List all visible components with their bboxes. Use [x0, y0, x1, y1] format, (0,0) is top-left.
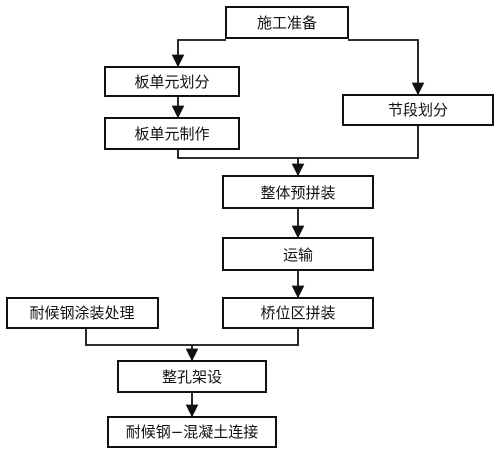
node-segment-division-label: 节段划分: [388, 101, 448, 119]
edge-coating-to-merge: [85, 328, 192, 346]
node-transport-label: 运输: [283, 246, 313, 264]
node-transport: 运输: [222, 237, 374, 271]
node-site-assembly: 桥位区拼装: [222, 297, 374, 329]
node-coating-label: 耐候钢涂装处理: [29, 304, 134, 322]
node-panel-division-label: 板单元划分: [134, 73, 209, 91]
node-connection-label: 耐候钢−混凝土连接: [126, 423, 259, 441]
edge-site-assembly-to-merge: [192, 328, 299, 346]
node-connection: 耐候钢−混凝土连接: [107, 416, 277, 448]
node-segment-division: 节段划分: [342, 94, 494, 126]
edge-prep-to-segment-division: [348, 39, 425, 96]
node-span-erection: 整孔架设: [117, 360, 267, 393]
node-coating: 耐候钢涂装处理: [6, 297, 159, 329]
node-prep: 施工准备: [225, 6, 349, 39]
edges: [85, 39, 425, 418]
node-preassembly: 整体预拼装: [222, 175, 374, 209]
edge-prep-to-panel-division: [171, 39, 226, 68]
edge-fabrication-to-merge: [177, 149, 298, 159]
node-panel-fabrication-label: 板单元制作: [134, 125, 209, 143]
node-preassembly-label: 整体预拼装: [260, 184, 335, 202]
node-span-erection-label: 整孔架设: [162, 368, 222, 386]
node-panel-fabrication: 板单元制作: [104, 117, 240, 150]
node-prep-label: 施工准备: [257, 14, 317, 32]
edge-segment-to-merge: [298, 125, 419, 159]
node-panel-division: 板单元划分: [104, 66, 240, 97]
node-site-assembly-label: 桥位区拼装: [260, 304, 335, 322]
